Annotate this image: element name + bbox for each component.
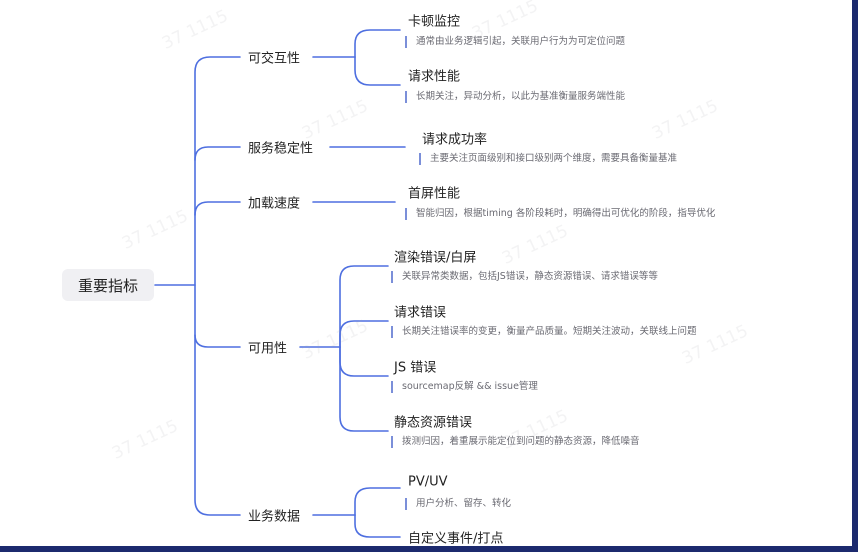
category-business-data[interactable]: 业务数据 [248, 509, 301, 525]
avail-leaf-2 [339, 320, 389, 348]
biz-leaf-2 [354, 514, 401, 538]
leaf-desc: 主要关注页面级别和接口级别两个维度，需要具备衡量基准 [419, 153, 677, 165]
leaf-pv-uv[interactable]: PV/UV [408, 474, 448, 490]
root-label: 重要指标 [77, 276, 138, 295]
avail-leaf-4 [339, 346, 389, 432]
leaf-request-error[interactable]: 请求错误 [394, 305, 447, 321]
category-availability[interactable]: 可用性 [248, 341, 288, 357]
leaf-first-screen-performance[interactable]: 首屏性能 [408, 186, 461, 202]
leaf-desc: 长期关注错误率的变更，衡量产品质量。短期关注波动，关联线上问题 [391, 326, 697, 338]
leaf-desc: 智能归因，根据timing 各阶段耗时，明确得出可优化的阶段，指导优化 [405, 208, 715, 220]
leaf-desc: 通常由业务逻辑引起，关联用户行为为可定位问题 [405, 36, 625, 48]
biz-leaf-1 [354, 487, 401, 516]
trunk-branch-service [194, 146, 241, 161]
leaf-desc: 拨测归因，着重展示能定位到问题的静态资源，降低噪音 [391, 436, 640, 448]
leaf-desc: sourcemap反解 && issue管理 [391, 381, 538, 393]
interact-leaf-1 [354, 29, 401, 58]
category-interactivity[interactable]: 可交互性 [248, 51, 301, 67]
avail-leaf-3 [339, 346, 389, 377]
leaf-js-error[interactable]: JS 错误 [394, 360, 437, 376]
leaf-jank-monitoring[interactable]: 卡顿监控 [408, 14, 461, 30]
brand-watermark: @稀土掘金技术社区 [702, 513, 838, 531]
trunk-vertical [194, 56, 241, 516]
leaf-desc: 长期关注，异动分析，以此为基准衡量服务端性能 [405, 91, 625, 103]
trunk-branch-load [194, 201, 241, 216]
leaf-static-resource-error[interactable]: 静态资源错误 [394, 415, 473, 431]
leaf-request-performance[interactable]: 请求性能 [408, 69, 461, 85]
leaf-desc: 用户分析、留存、转化 [405, 498, 511, 510]
leaf-custom-events[interactable]: 自定义事件/打点 [408, 531, 504, 547]
trunk-branch-availability [194, 334, 241, 348]
avail-leaf-1 [339, 265, 389, 348]
root-node[interactable]: 重要指标 [62, 269, 154, 301]
leaf-render-error[interactable]: 渲染错误/白屏 [394, 250, 477, 266]
interact-leaf-2 [354, 56, 401, 86]
category-service-stability[interactable]: 服务稳定性 [248, 141, 314, 157]
category-load-speed[interactable]: 加载速度 [248, 196, 301, 212]
leaf-request-success-rate[interactable]: 请求成功率 [422, 132, 488, 148]
leaf-desc: 关联异常类数据，包括JS错误，静态资源错误、请求错误等等 [391, 271, 658, 283]
